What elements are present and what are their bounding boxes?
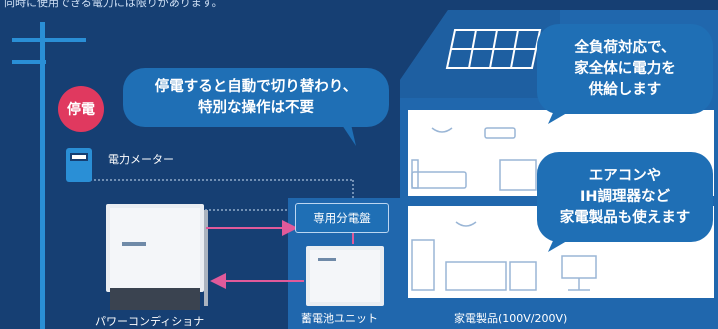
bubble-auto-switch-line2: 特別な操作は不要 bbox=[198, 99, 314, 116]
bubble-full-load: 全負荷対応で、 家全体に電力を 供給します bbox=[537, 24, 713, 114]
battery-unit bbox=[306, 246, 384, 306]
bubble-appliances-line1: エアコンや bbox=[588, 167, 662, 184]
battery-unit-label: 蓄電池ユニット bbox=[301, 312, 378, 325]
bubble-auto-switch-line1: 停電すると自動で切り替わり、 bbox=[154, 78, 358, 95]
power-conditioner-label: パワーコンディショナ bbox=[95, 315, 205, 328]
bubble-full-load-line3: 供給します bbox=[588, 81, 662, 98]
ceiling-light-icon bbox=[431, 127, 453, 133]
table-icon bbox=[509, 261, 537, 291]
appliances-label: 家電製品(100V/200V) bbox=[454, 312, 568, 325]
utility-pole bbox=[12, 22, 86, 329]
desk-icon bbox=[499, 159, 537, 191]
wiring bbox=[90, 179, 354, 211]
bubble-appliances-line3: 家電製品も使えます bbox=[559, 209, 691, 226]
solar-panel-icon bbox=[445, 29, 542, 69]
bubble-full-load-line2: 家全体に電力を bbox=[574, 60, 676, 77]
refrigerator-icon bbox=[411, 239, 435, 291]
bubble-full-load-line1: 全負荷対応で、 bbox=[574, 39, 676, 56]
power-conditioner-unit bbox=[106, 204, 208, 310]
air-conditioner-icon bbox=[484, 127, 516, 139]
kitchen-counter-icon bbox=[445, 261, 507, 291]
meter-label: 電力メーター bbox=[108, 153, 174, 166]
top-note: 同時に使用できる電力には限りがあります。 bbox=[4, 0, 223, 9]
bubble-appliances-line2: IH調理器など bbox=[579, 188, 671, 205]
outage-badge: 停電 bbox=[58, 86, 104, 132]
bubble-appliances: エアコンや IH調理器など 家電製品も使えます bbox=[537, 152, 713, 242]
distribution-panel-label: 専用分電盤 bbox=[295, 203, 389, 233]
electric-meter-icon bbox=[66, 148, 92, 182]
bubble-auto-switch: 停電すると自動で切り替わり、 特別な操作は不要 bbox=[123, 68, 389, 127]
